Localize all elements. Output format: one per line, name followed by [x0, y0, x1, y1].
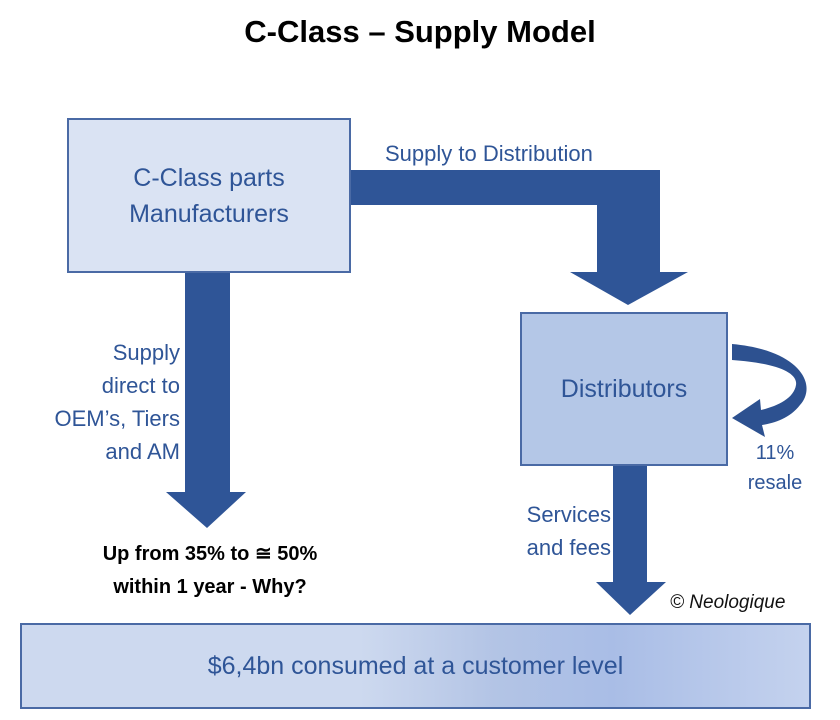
supply-direct-line: and AM [105, 439, 180, 464]
supply-direct-arrow [166, 272, 246, 528]
services-line: Services [526, 502, 611, 527]
resale-percent: 11% [755, 442, 795, 464]
growth-question-line: Up from 35% to ≅ 50% [102, 543, 318, 565]
growth-question: Up from 35% to ≅ 50% within 1 year - Why… [40, 538, 380, 604]
distributors-label: Distributors [560, 374, 688, 403]
resale-label: 11% resale [730, 438, 820, 498]
customer-level-label: $6,4bn consumed at a customer level [207, 651, 624, 680]
services-label: Services and fees [480, 498, 611, 564]
services-line: and fees [526, 535, 611, 560]
manufacturers-line-2: Manufacturers [129, 199, 289, 228]
manufacturers-box: C-Class parts Manufacturers [67, 118, 351, 273]
supply-direct-line: OEM’s, Tiers [54, 406, 180, 431]
supply-direct-line: Supply [112, 340, 180, 365]
growth-question-line: within 1 year - Why? [113, 576, 307, 598]
supply-direct-line: direct to [101, 373, 180, 398]
supply-direct-label: Supply direct to OEM’s, Tiers and AM [40, 336, 180, 468]
supply-to-distribution-label: Supply to Distribution [385, 141, 593, 166]
supply-to-distribution-arrow [350, 170, 688, 305]
services-arrow [596, 466, 666, 615]
distributors-box: Distributors [520, 312, 728, 466]
customer-level-box: $6,4bn consumed at a customer level [20, 623, 811, 709]
copyright-label: © Neologique [670, 592, 786, 613]
resale-text: resale [747, 472, 803, 494]
diagram-title: C-Class – Supply Model [244, 14, 596, 49]
resale-loop-arrow [732, 344, 807, 437]
manufacturers-line-1: C-Class parts [133, 163, 285, 192]
